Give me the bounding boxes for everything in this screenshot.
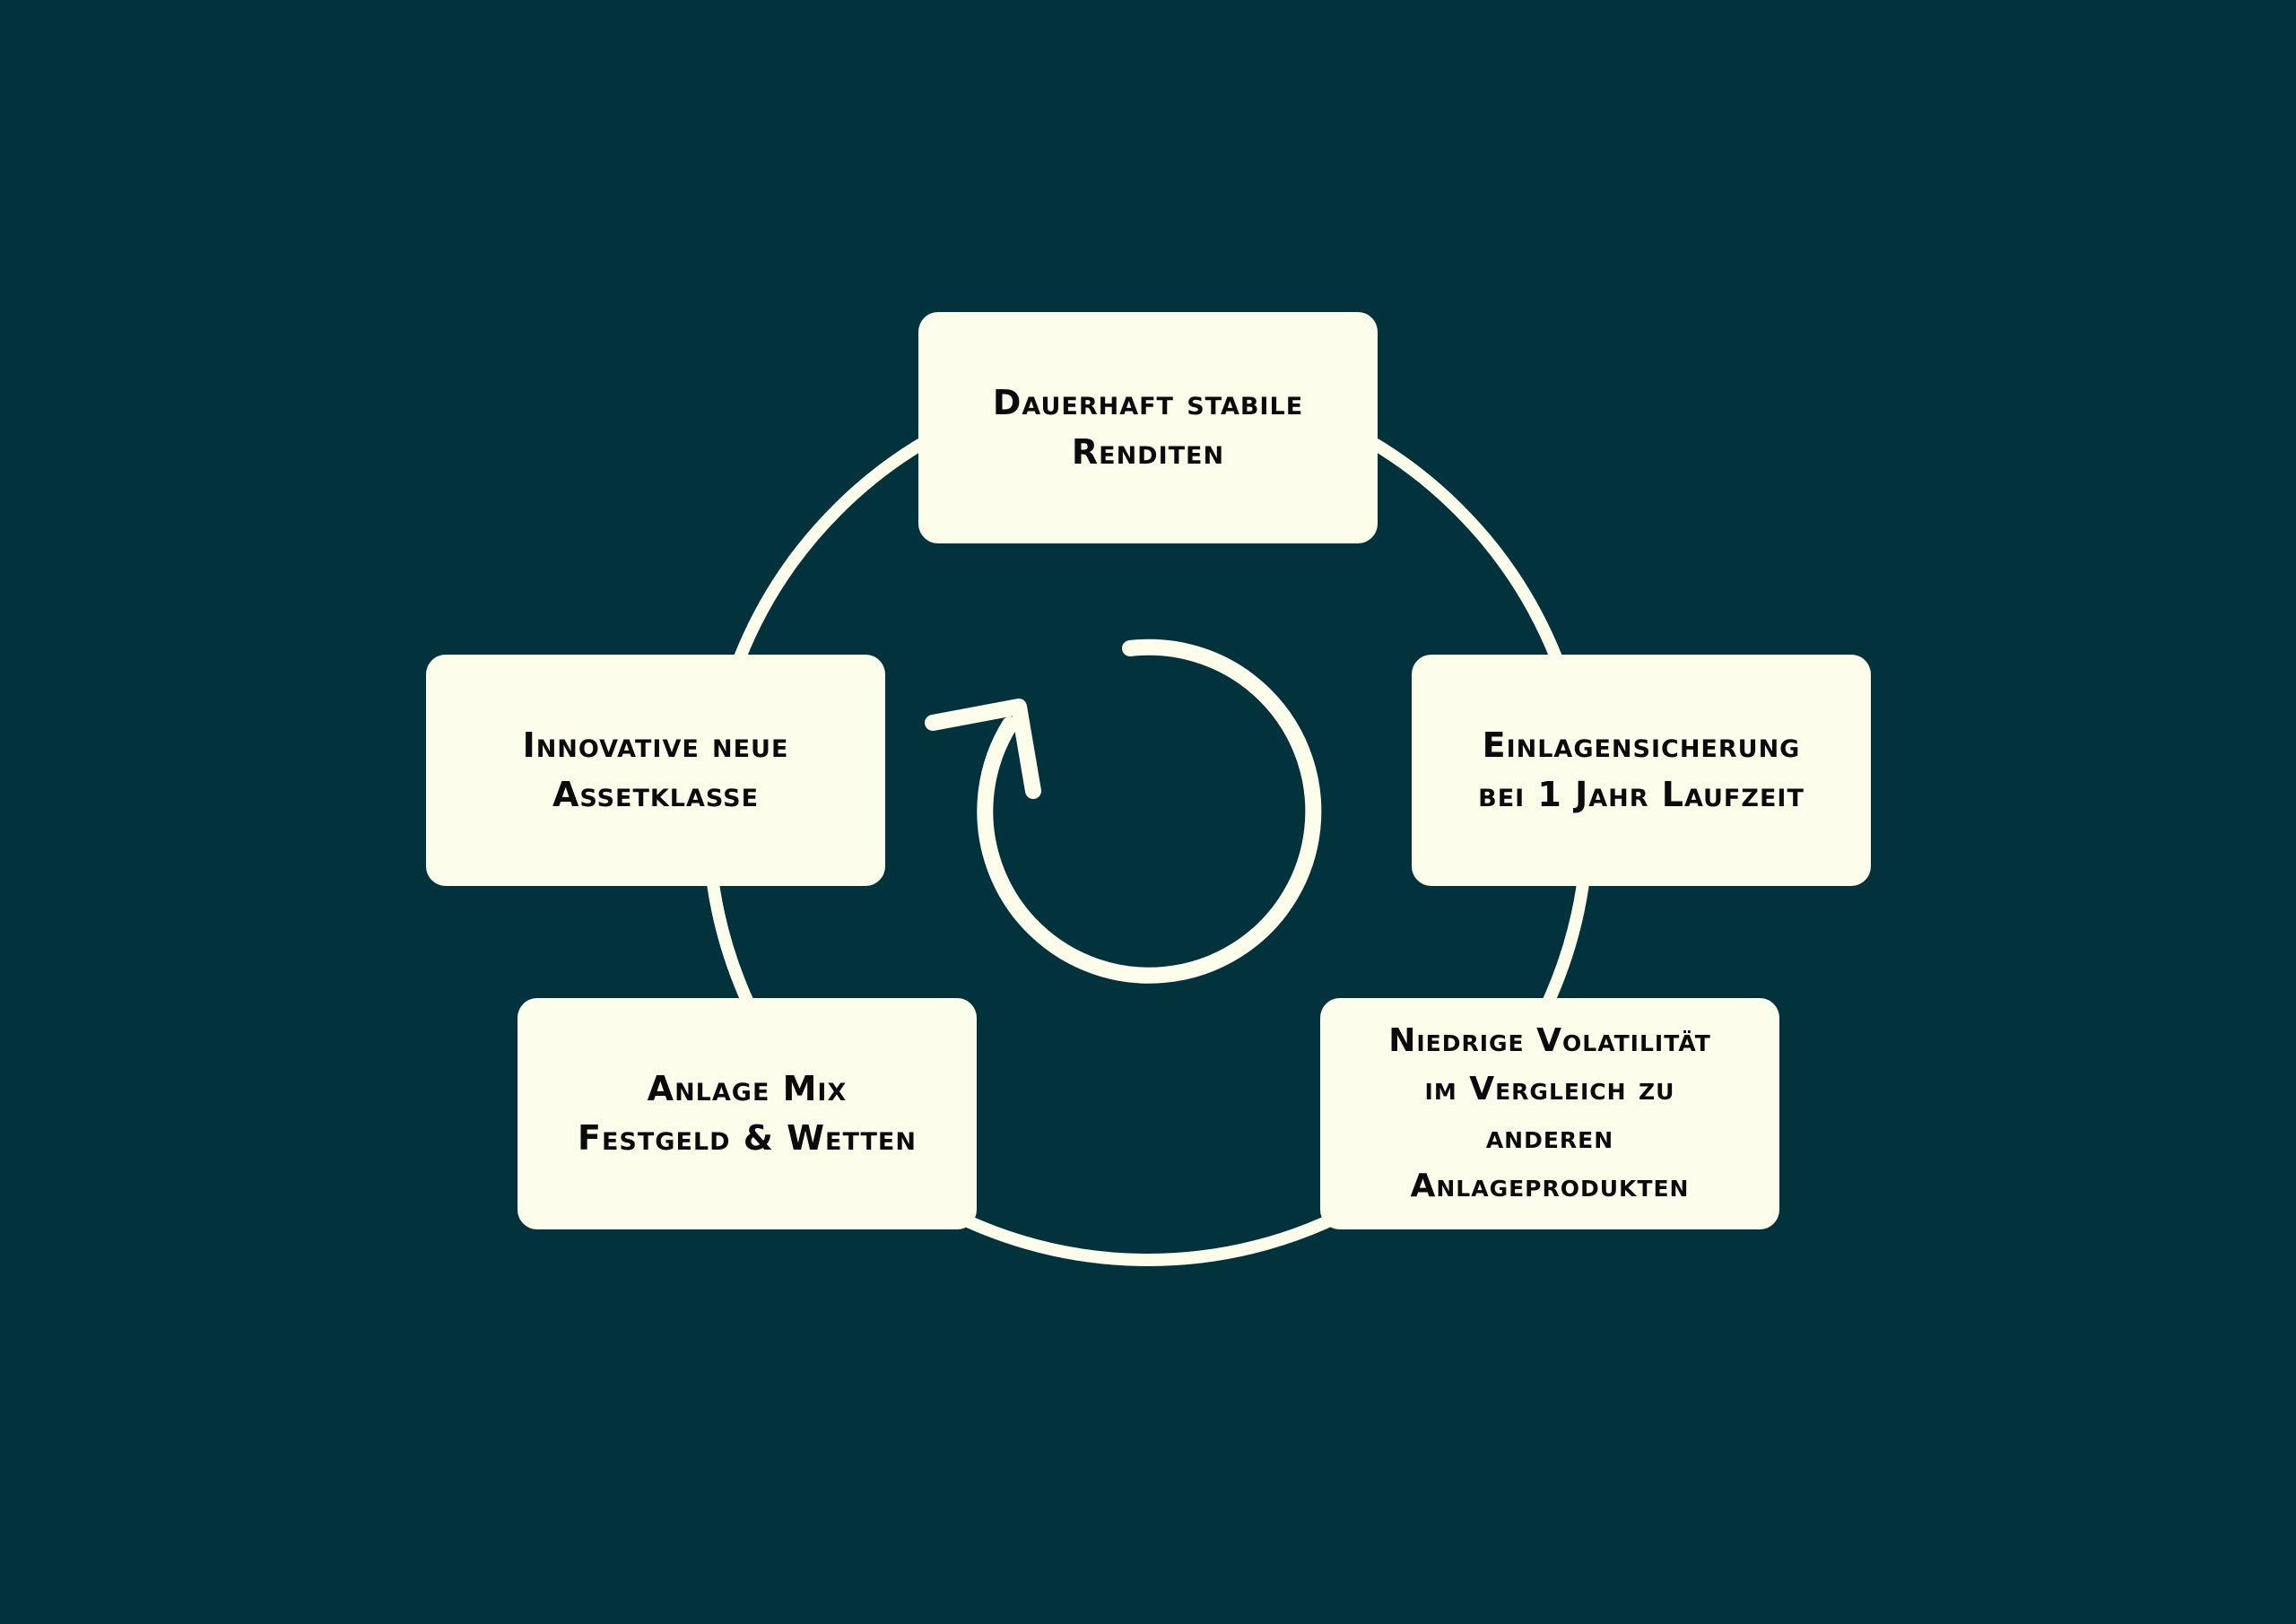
- node-label-investment-mix: Anlage Mix Festgeld & Wetten: [578, 1068, 917, 1158]
- node-low-volatility: Niedrige Volatilität im Vergleich zu and…: [1320, 998, 1779, 1229]
- node-label-low-volatility: Niedrige Volatilität im Vergleich zu and…: [1388, 1022, 1711, 1204]
- node-deposit-insurance: Einlagensicherung bei 1 Jahr Laufzeit: [1412, 655, 1871, 886]
- node-innovative-asset-class: Innovative neue Assetklasse: [426, 655, 885, 886]
- refresh-cycle-arrowhead: [925, 699, 1041, 799]
- node-label-stable-returns: Dauerhaft stabile Renditen: [992, 382, 1304, 472]
- node-label-deposit-insurance: Einlagensicherung bei 1 Jahr Laufzeit: [1478, 725, 1805, 814]
- node-investment-mix: Anlage Mix Festgeld & Wetten: [517, 998, 977, 1229]
- refresh-cycle-arc: [977, 638, 1322, 984]
- node-stable-returns: Dauerhaft stabile Renditen: [918, 312, 1378, 543]
- refresh-cycle-icon: [925, 638, 1322, 984]
- node-label-innovative-asset-class: Innovative neue Assetklasse: [522, 725, 789, 814]
